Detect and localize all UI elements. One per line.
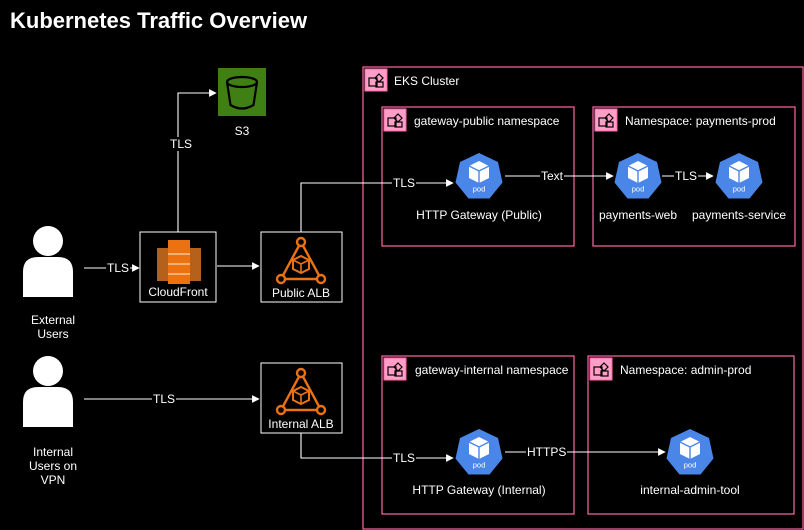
external-users-label: External Users <box>30 313 76 341</box>
gateway-internal-namespace-label: gateway-internal namespace <box>415 363 569 377</box>
internal-alb-node[interactable] <box>260 362 343 434</box>
user-silhouette-icon <box>23 356 73 427</box>
cloudfront-label: CloudFront <box>148 285 208 299</box>
edge-label-cloudfront-to-s3: TLS <box>169 137 194 151</box>
admin-prod-namespace-label: Namespace: admin-prod <box>620 363 752 377</box>
s3-bucket-icon <box>218 68 266 116</box>
edge-label-gateway-to-admin-tool: HTTPS <box>526 445 568 459</box>
user-silhouette-icon <box>23 226 73 297</box>
kubernetes-pod-icon <box>613 152 663 200</box>
payments-service-label: payments-service <box>691 208 787 222</box>
group-icon <box>589 357 613 381</box>
edge-cloudfront-to-s3 <box>177 89 217 232</box>
kubernetes-pod-icon <box>454 152 504 200</box>
public-alb-node[interactable] <box>260 231 343 303</box>
group-icon <box>594 108 618 132</box>
edge-label-external-to-cloudfront: TLS <box>106 261 131 275</box>
kubernetes-pod-icon <box>454 428 504 476</box>
internal-alb-label: Internal ALB <box>268 417 334 431</box>
s3-label: S3 <box>234 124 250 138</box>
group-icon <box>383 357 407 381</box>
group-icon <box>364 68 388 92</box>
gateway-internal-namespace-group <box>381 355 575 515</box>
cloudfront-node[interactable] <box>139 231 217 303</box>
internal-users-label: Internal Users on VPN <box>28 445 78 487</box>
gateway-public-namespace-label: gateway-public namespace <box>414 114 560 128</box>
eks-cluster-label: EKS Cluster <box>394 74 460 88</box>
edge-label-internal-users-to-alb: TLS <box>152 392 177 406</box>
group-icon <box>383 108 407 132</box>
public-alb-label: Public ALB <box>271 286 331 300</box>
edge-internal-alb-to-gateway <box>300 433 454 462</box>
internal-admin-tool-label: internal-admin-tool <box>640 483 740 497</box>
admin-prod-namespace-group <box>587 355 795 515</box>
payments-prod-namespace-label: Namespace: payments-prod <box>625 114 776 128</box>
kubernetes-pod-icon <box>665 428 715 476</box>
http-gateway-public-label: HTTP Gateway (Public) <box>416 208 542 222</box>
page-title: Kubernetes Traffic Overview <box>10 8 308 33</box>
edge-label-alb-to-gateway-internal: TLS <box>392 451 417 465</box>
kubernetes-pod-icon <box>714 152 764 200</box>
edge-label-web-to-service: TLS <box>674 169 699 183</box>
http-gateway-internal-label: HTTP Gateway (Internal) <box>412 483 546 497</box>
payments-web-label: payments-web <box>598 208 678 222</box>
eks-cluster-group <box>362 66 804 530</box>
cloudfront-icon <box>157 240 201 284</box>
edge-label-gateway-to-payments-web: Text <box>540 169 565 183</box>
edge-label-alb-to-gateway-public: TLS <box>392 176 417 190</box>
